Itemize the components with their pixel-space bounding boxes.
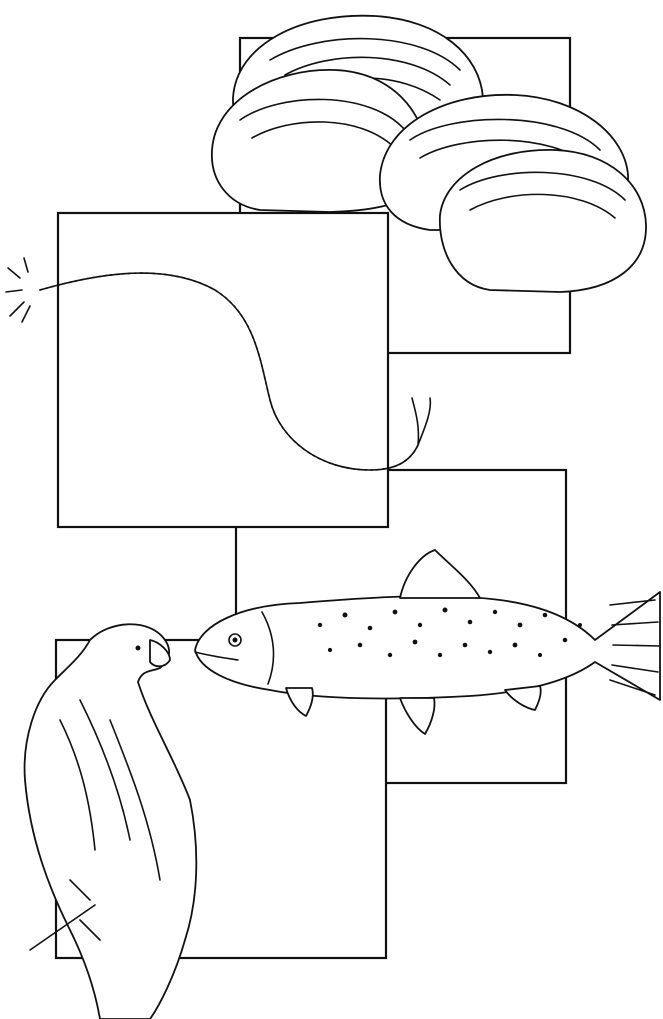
worm-panel <box>58 213 388 527</box>
